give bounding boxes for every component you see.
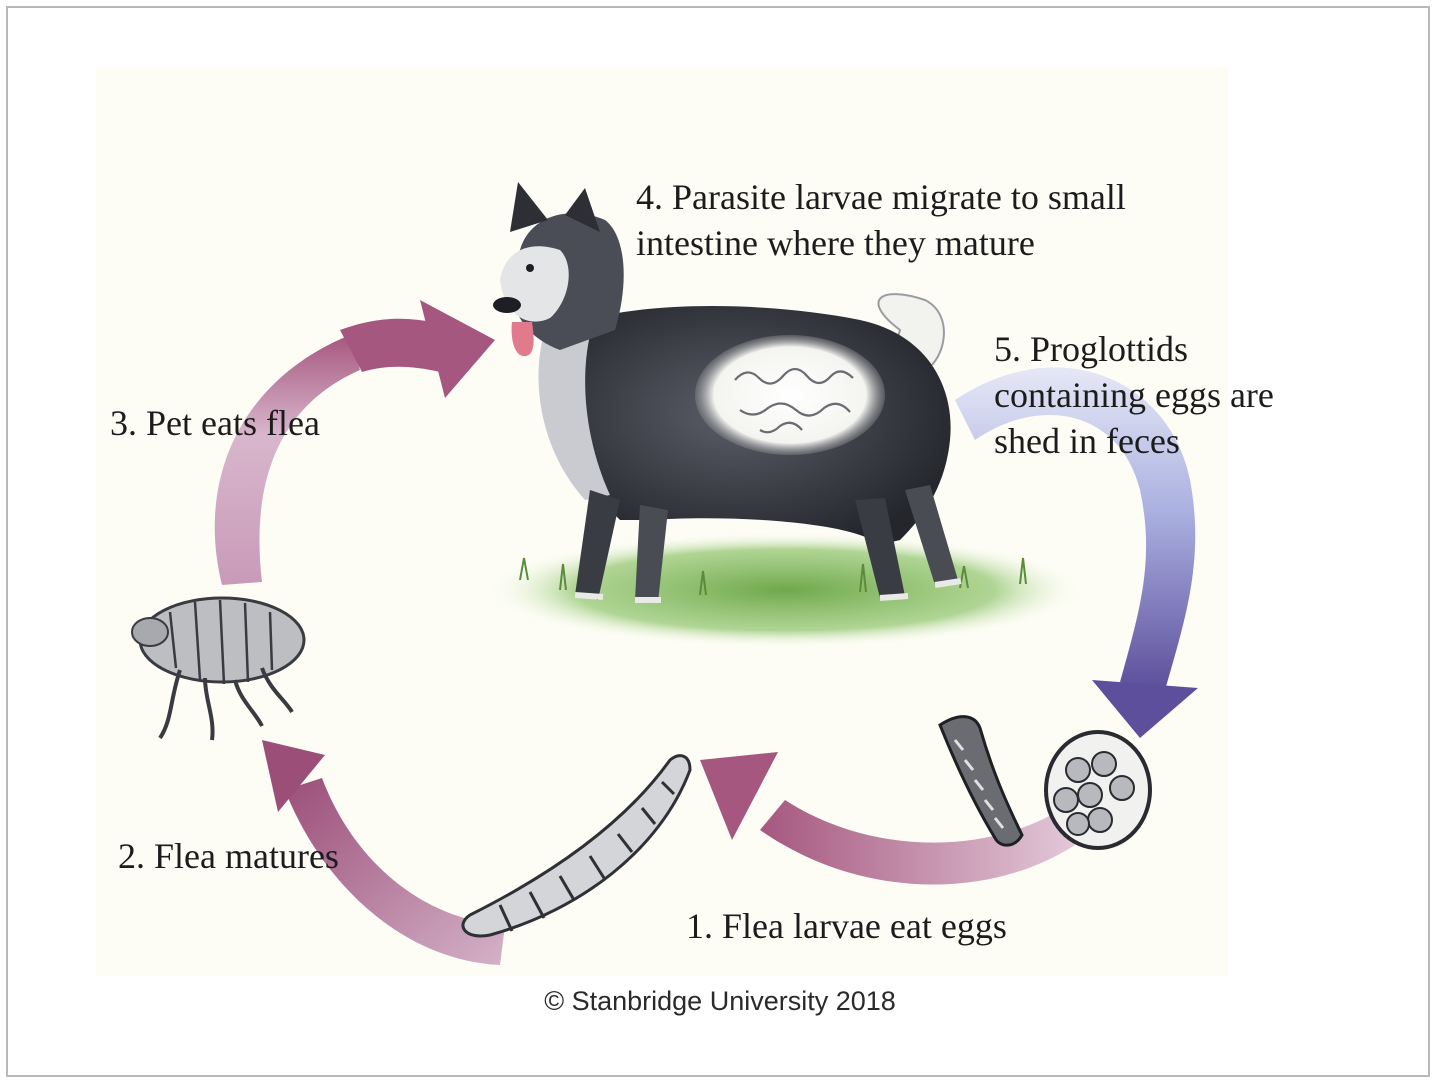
step-2-label: 2. Flea matures xyxy=(118,836,339,876)
step-3-label: 3. Pet eats flea xyxy=(110,403,320,443)
intestine-inset xyxy=(695,335,885,455)
flea-illustration xyxy=(131,596,306,741)
step-1-label: 1. Flea larvae eat eggs xyxy=(686,906,1007,946)
step-4-label: 4. Parasite larvae migrate to small inte… xyxy=(636,177,1126,263)
grass-illustration xyxy=(485,532,1085,648)
copyright-notice: © Stanbridge University 2018 xyxy=(544,986,896,1016)
arrow-eggs-to-larva xyxy=(700,752,1075,885)
proglottid-illustration xyxy=(938,715,1024,847)
egg-packet-illustration xyxy=(1044,730,1152,850)
flea-larva-illustration xyxy=(461,754,692,938)
arrow-larva-to-flea xyxy=(262,740,505,965)
step-5-label: 5. Proglottids containing eggs are shed … xyxy=(994,329,1274,461)
arrow-dog-to-feces xyxy=(955,367,1198,738)
dog-illustration xyxy=(493,182,962,603)
arrow-flea-to-dog xyxy=(214,300,495,585)
